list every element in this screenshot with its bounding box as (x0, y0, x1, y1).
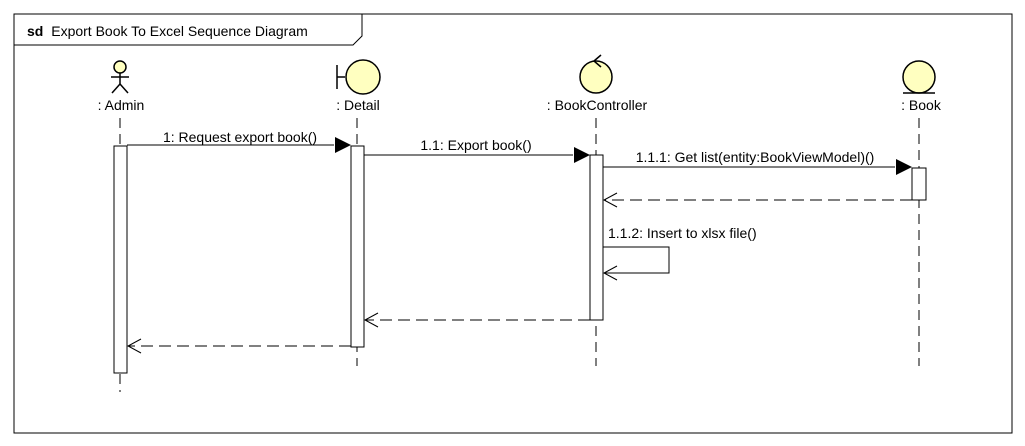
return-message-get-list (602, 192, 912, 208)
activation-bar (113, 145, 128, 374)
filled-arrowhead (896, 159, 912, 175)
lifeline-label: : Admin (98, 97, 145, 113)
message-label: 1.1: Export book() (420, 137, 531, 153)
lifeline-detail: : Detail (336, 59, 381, 366)
return-message-request-export-book (126, 338, 351, 354)
open-arrowhead (126, 338, 142, 354)
lifeline-bookcontroller: : BookController (547, 54, 648, 366)
activation-bar (589, 154, 604, 321)
frame-title-tab (14, 14, 363, 46)
entity-icon (902, 60, 936, 94)
open-arrowhead (363, 312, 379, 328)
message-label: 1.1.2: Insert to xlsx file() (608, 225, 757, 241)
diagram-frame: sd Export Book To Excel Sequence Diagram (13, 13, 1013, 434)
lifeline-admin: : Admin (98, 60, 145, 392)
lifeline-label: : Book (901, 97, 942, 113)
message-export-book: 1.1: Export book() (364, 137, 590, 163)
frame-title-text: Export Book To Excel Sequence Diagram (51, 23, 308, 39)
open-arrowhead (602, 192, 618, 208)
control-icon (579, 54, 613, 94)
message-label: 1.1.1: Get list(entity:BookViewModel)() (636, 149, 875, 165)
message-request-export-book: 1: Request export book() (127, 129, 351, 153)
message-get-list: 1.1.1: Get list(entity:BookViewModel)() (603, 149, 912, 175)
message-insert-to-xlsx: 1.1.2: Insert to xlsx file() (602, 225, 757, 281)
lifeline-label: : Detail (336, 97, 380, 113)
activation-bar (911, 167, 927, 201)
frame-title: sd Export Book To Excel Sequence Diagram (27, 23, 308, 39)
frame-keyword: sd (27, 23, 43, 39)
boundary-icon (336, 59, 381, 95)
activation-bar (350, 145, 365, 348)
filled-arrowhead (574, 147, 590, 163)
lifeline-book: : Book (901, 60, 942, 366)
open-arrowhead (602, 265, 618, 281)
frame-border (13, 13, 1013, 434)
filled-arrowhead (335, 137, 351, 153)
lifeline-label: : BookController (547, 97, 648, 113)
self-call-line (603, 246, 670, 274)
message-label: 1: Request export book() (163, 129, 317, 145)
actor-icon (111, 60, 129, 94)
return-message-export-book (363, 312, 590, 328)
